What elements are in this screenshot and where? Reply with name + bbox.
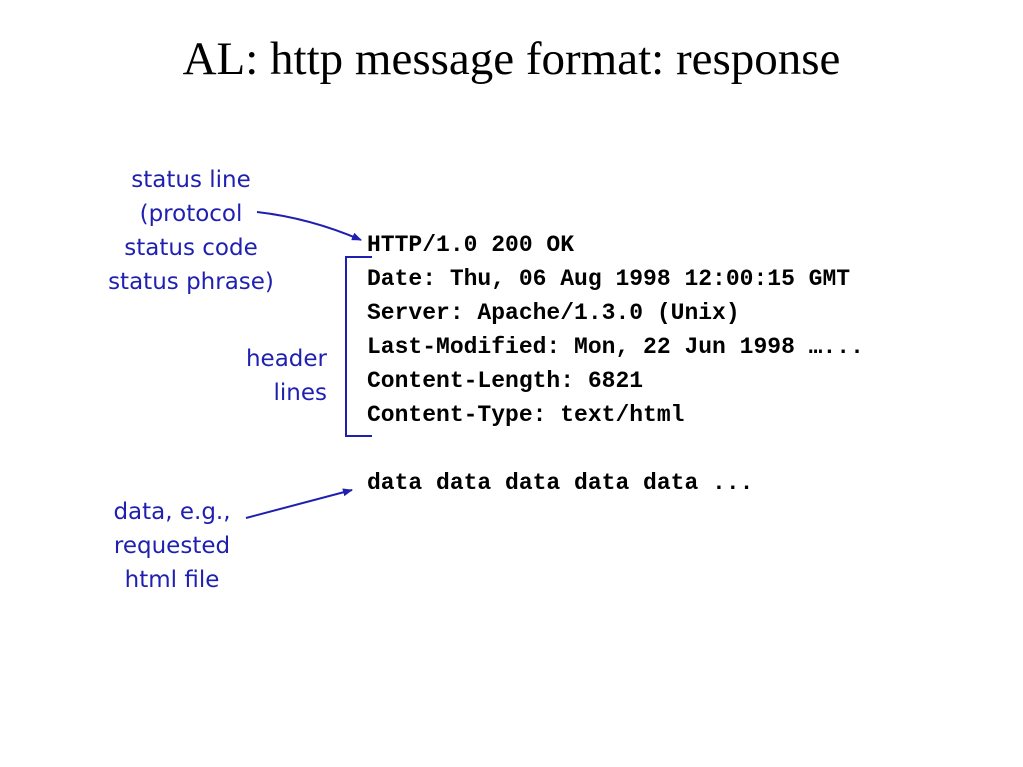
data-arrow [245,488,353,519]
status-line: HTTP/1.0 200 OK [367,232,575,258]
header-line-date: Date: Thu, 06 Aug 1998 12:00:15 GMT [367,266,851,292]
header-line-content-length: Content-Length: 6821 [367,368,644,394]
status-line-annotation-line: (protocol [139,201,243,227]
header-lines-annotation-line: lines [273,380,328,406]
status-line-annotation: status line (protocol status code status… [80,163,302,299]
data-annotation-line: html file [124,567,220,593]
http-response-message: HTTP/1.0 200 OK Date: Thu, 06 Aug 1998 1… [367,228,864,500]
status-line-annotation-line: status code [124,235,258,261]
header-line-last-modified: Last-Modified: Mon, 22 Jun 1998 …... [367,334,864,360]
slide-title: AL: http message format: response [182,33,841,85]
status-line-annotation-line: status phrase) [108,269,274,295]
header-lines-annotation: header lines [200,342,327,410]
data-annotation-line: requested [113,533,231,559]
data-annotation: data, e.g., requested html file [96,495,248,597]
header-line-server: Server: Apache/1.3.0 (Unix) [367,300,740,326]
data-annotation-line: data, e.g., [113,499,231,525]
blank-line [367,432,864,466]
status-line-annotation-line: status line [131,167,251,193]
header-line-content-type: Content-Type: text/html [367,402,685,428]
header-lines-annotation-line: header [245,346,327,372]
data-line: data data data data data ... [367,470,754,496]
